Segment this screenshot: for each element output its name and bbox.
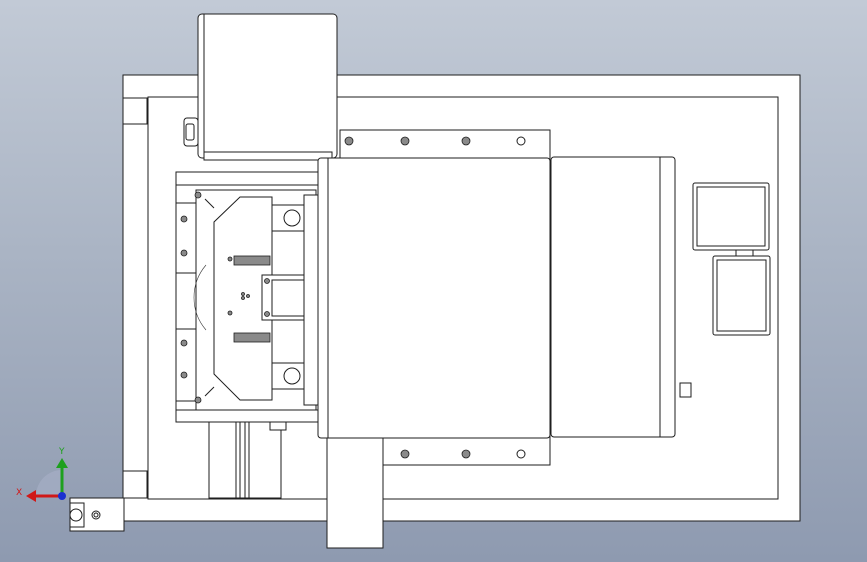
coordinate-triad: Y X [16,447,68,502]
xy-stage[interactable] [175,171,327,423]
x-axis-label: X [16,488,22,498]
y-axis-label: Y [58,447,65,457]
main-body[interactable] [317,129,692,466]
corner-bracket[interactable] [69,497,125,532]
bottom-motor[interactable] [326,437,384,549]
right-panels[interactable] [692,182,771,336]
guide-rails [208,411,287,499]
top-motor[interactable] [183,13,338,161]
